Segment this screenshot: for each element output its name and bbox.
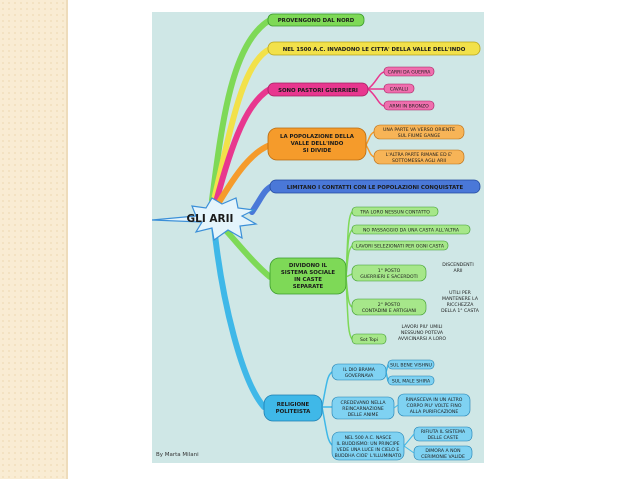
node-popolazione-line2: VALLE DELL'INDO bbox=[291, 141, 344, 147]
node-secondo-note-line1: UTILI PER bbox=[449, 290, 472, 296]
connector-caste bbox=[217, 221, 273, 280]
center-label: GLI ARII bbox=[187, 213, 234, 225]
node-armi-label: ARMI IN BRONZO bbox=[389, 104, 429, 110]
node-reincarnazione-line3: DELLE ANIME bbox=[348, 412, 379, 418]
node-sottomessa-line2: SOTTOMESSA AGLI ARII bbox=[392, 158, 446, 164]
node-passaggio-label: NO PASSAGGIO DA UNA CASTA ALL'ALTRA bbox=[363, 228, 460, 234]
node-vishnu bbox=[387, 359, 435, 370]
node-nord bbox=[267, 13, 365, 27]
node-buddismo-line1: NEL 500 A.C. NASCE bbox=[345, 435, 392, 441]
node-popolazione bbox=[267, 127, 367, 161]
node-buddismo-line3: VEDE UNA LUCE IN CIELO E bbox=[337, 447, 400, 453]
node-indo-label: NEL 1500 A.C. INVADONO LE CITTA' DELLA V… bbox=[283, 47, 466, 53]
credit-label: By Marta Milani bbox=[156, 452, 199, 458]
node-oriente-line2: SUL FIUME GANGE bbox=[398, 133, 441, 139]
connector-buddismo-items bbox=[403, 433, 415, 454]
node-sottomessa-line1: L'ALTRA PARTE RIMANE ED E' bbox=[386, 152, 452, 158]
node-caste-line4: SEPARATE bbox=[293, 284, 324, 290]
connector-indo bbox=[211, 46, 273, 203]
node-armi bbox=[383, 100, 435, 111]
node-caste-line1: DIVIDONO IL bbox=[289, 263, 328, 269]
mind-map: GLI ARII PROVENGONO DAL NORD NEL 1500 A.… bbox=[152, 13, 481, 461]
node-contatti bbox=[269, 179, 481, 194]
node-contatto bbox=[351, 206, 439, 217]
node-sottomessa bbox=[373, 149, 465, 165]
node-cavalli bbox=[383, 83, 415, 94]
node-caste-line3: IN CASTE bbox=[294, 277, 322, 283]
node-sottoposti bbox=[351, 333, 387, 345]
node-carri-label: CARRI DA GUERRA bbox=[388, 70, 432, 76]
node-primo-note-line2: ARII bbox=[453, 268, 462, 274]
connector-nord bbox=[209, 17, 273, 203]
node-brama-line2: GOVERNAVA bbox=[345, 373, 374, 379]
connector-popolazione bbox=[215, 142, 273, 207]
node-shira bbox=[387, 375, 435, 386]
node-sottoposti-note-line1: LAVORI PIU' UMILI bbox=[401, 324, 442, 330]
node-secondo-note-line3: RICCHEZZA bbox=[447, 302, 475, 308]
node-pastori-label: SONO PASTORI GUERRIERI bbox=[278, 88, 358, 94]
node-sottoposti-note-line3: AVVICINARSI A LORO bbox=[398, 336, 446, 342]
node-nord-label: PROVENGONO DAL NORD bbox=[278, 18, 355, 24]
node-religione-line1: RELIGIONE bbox=[277, 402, 310, 408]
node-pastori bbox=[267, 82, 369, 97]
connector-reincarnazione-note bbox=[393, 404, 399, 409]
node-buddismo-line4: BUDDHA CIOE' L'ILLUMINATO bbox=[335, 453, 402, 459]
connector-pastori bbox=[213, 86, 273, 205]
node-caste bbox=[269, 257, 347, 295]
node-primo-line2: GUERRIERI E SACERDOTI bbox=[360, 274, 418, 280]
node-brama bbox=[331, 363, 387, 381]
node-rifiuta-line1: RIFIUTA IL SISTEMA bbox=[421, 429, 466, 435]
node-secondo-note-line4: DELLA 1° CASTA bbox=[441, 308, 480, 314]
node-indo bbox=[267, 41, 481, 56]
node-secondo-note-line2: MANTENERE LA bbox=[442, 296, 479, 302]
node-buddismo-line2: IL BUDDISMO: UN PRINCIPE bbox=[337, 441, 400, 447]
node-cavalli-label: CAVALLI bbox=[390, 87, 409, 93]
node-sottoposti-note-line2: NESSUNO POTEVA bbox=[401, 330, 444, 336]
node-dimora-line1: DIMORA A NON bbox=[425, 448, 460, 454]
mind-map-slide: GLI ARII PROVENGONO DAL NORD NEL 1500 A.… bbox=[152, 12, 484, 463]
node-brama-line1: IL DIO BRAMA bbox=[343, 367, 376, 373]
node-shira-label: SUL MALE SHIRA bbox=[392, 379, 431, 385]
connector-contatti bbox=[249, 183, 275, 215]
node-rinascita-line2: CORPO PIU' VOLTE FINO bbox=[407, 403, 462, 409]
node-secondo-posto bbox=[351, 298, 427, 316]
node-caste-line2: SISTEMA SOCIALE bbox=[281, 270, 336, 276]
node-religione-line2: POLITEISTA bbox=[276, 409, 311, 415]
node-contatti-label: LIMITANO I CONTATTI CON LE POPOLAZIONI C… bbox=[287, 185, 464, 191]
node-secondo-line2: CONTADINI E ARTIGIANI bbox=[362, 308, 416, 314]
node-reincarnazione-line1: CREDEVANO NELLA bbox=[341, 400, 387, 406]
node-rinascita-line1: RINASCEVA IN UN ALTRO bbox=[406, 397, 463, 403]
node-vishnu-label: SUL BENE VISHNU bbox=[390, 363, 432, 369]
node-oriente-line1: UNA PARTE VA VERSO ORIENTE bbox=[383, 127, 455, 133]
connector-religione bbox=[211, 223, 267, 410]
node-popolazione-line1: LA POPOLAZIONE DELLA bbox=[280, 134, 355, 140]
center-node: GLI ARII bbox=[152, 197, 258, 242]
decorative-sidebar bbox=[0, 0, 68, 479]
node-rifiuta-line2: DELLE CASTE bbox=[428, 435, 459, 441]
node-primo-line1: 1° POSTO bbox=[378, 268, 401, 274]
node-popolazione-line3: SI DIVIDE bbox=[303, 148, 332, 154]
node-contatto-label: TRA LORO NESSUN CONTATTO bbox=[359, 210, 430, 216]
node-dimora-line2: CERIMONIE VALIDE bbox=[421, 454, 465, 460]
node-sottoposti-label: Sot Topi bbox=[360, 337, 378, 343]
node-secondo-line1: 2° POSTO bbox=[378, 302, 401, 308]
node-religione bbox=[263, 394, 323, 422]
node-lavori bbox=[351, 240, 449, 251]
node-passaggio bbox=[351, 224, 471, 235]
node-oriente bbox=[373, 124, 465, 140]
node-carri bbox=[383, 66, 435, 77]
node-lavori-label: LAVORI SELEZIONATI PER OGNI CASTA bbox=[356, 244, 445, 250]
node-reincarnazione-line2: REINCARNAZIONE bbox=[342, 406, 384, 412]
node-primo-posto bbox=[351, 264, 427, 282]
node-rinascita-line3: ALLA PURIFICAZIONE bbox=[410, 409, 459, 415]
node-primo-note-line1: DISCENDENTI bbox=[442, 262, 473, 268]
